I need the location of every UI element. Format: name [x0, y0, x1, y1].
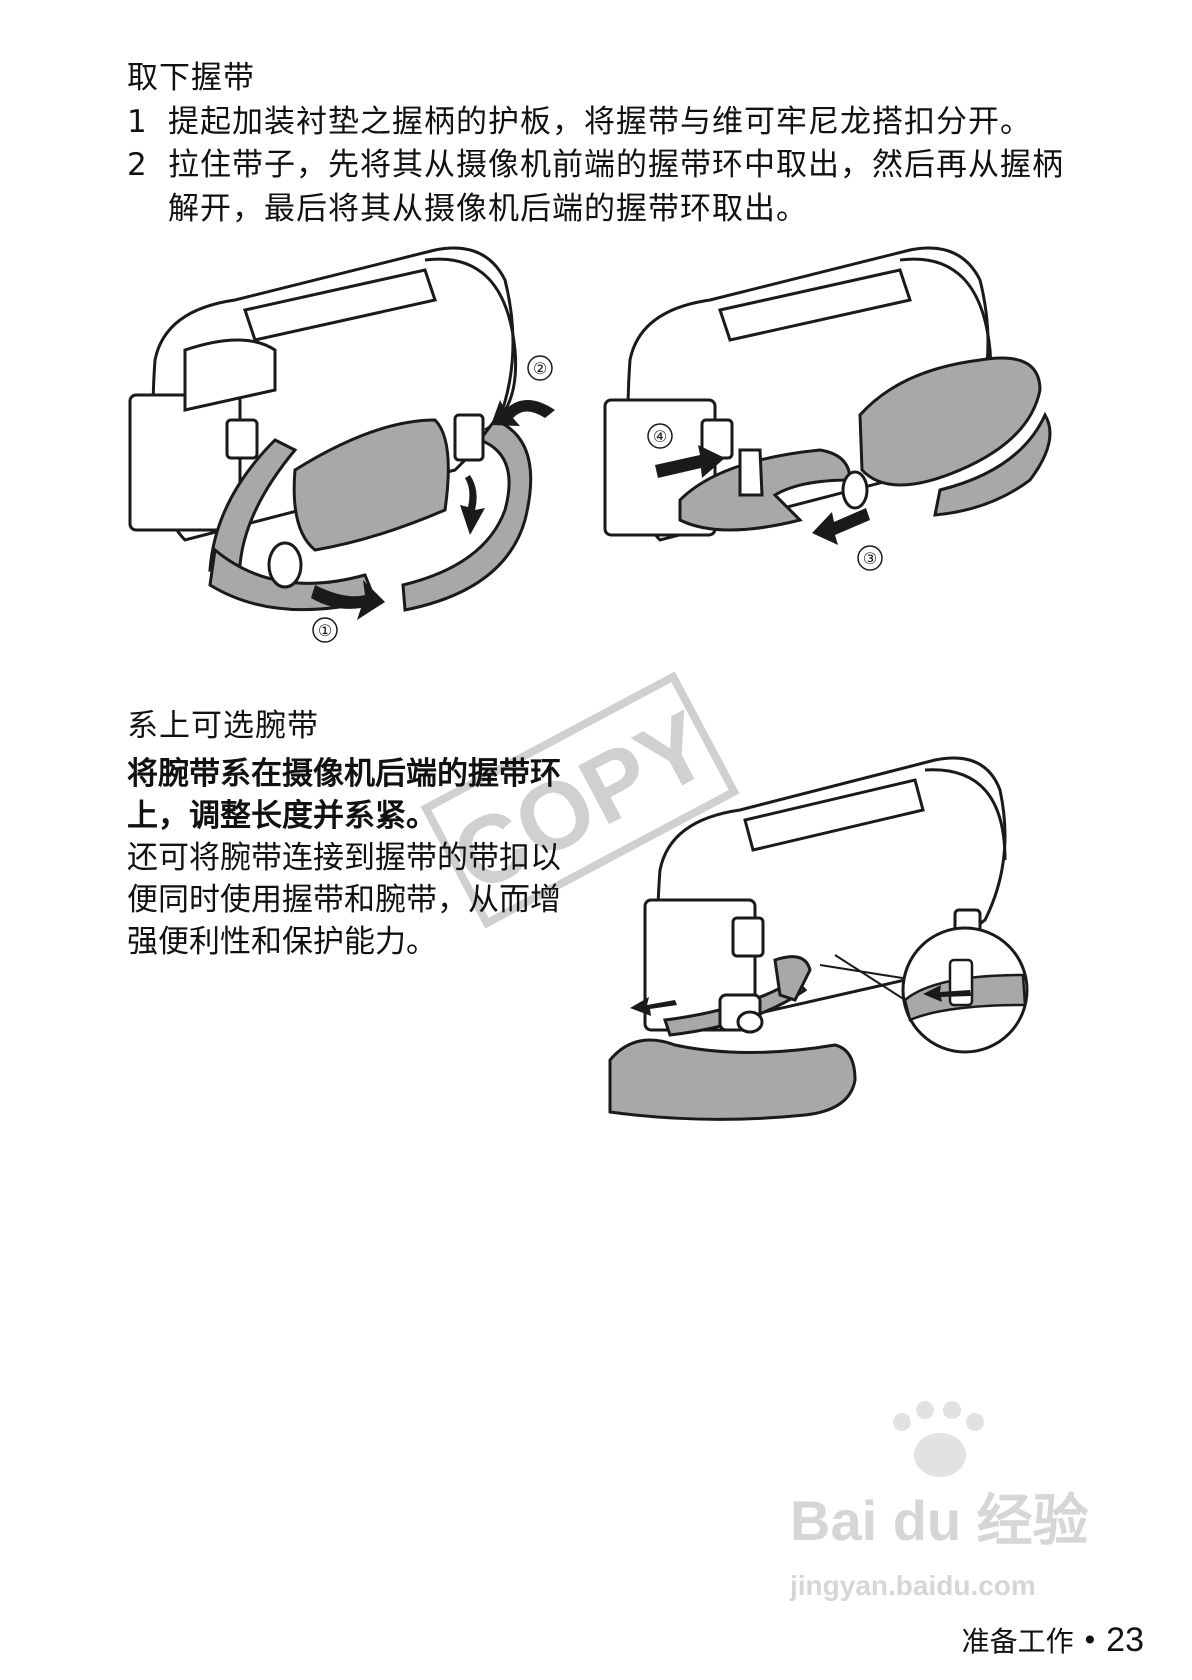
callout-4: ④: [647, 423, 673, 449]
baidu-watermark: Bai du 经验 jingyan.baidu.com: [789, 1401, 1089, 1601]
section-title-wrist-strap: 系上可选腕带: [127, 708, 319, 744]
callout-label: ③: [863, 549, 877, 568]
wrist-strap-instruction: 将腕带系在摄像机后端的握带环上，调整长度并系紧。: [127, 756, 561, 834]
step-text: 提起加装衬垫之握柄的护板，将握带与维可牢尼龙搭扣分开。: [168, 104, 1032, 140]
callout-1: ①: [312, 617, 338, 643]
section-title-remove-strap: 取下握带: [127, 60, 255, 96]
illustration-remove-strap-a: ① ②: [128, 246, 555, 643]
footer-bullet: •: [1081, 1623, 1099, 1657]
baidu-url-text: jingyan.baidu.com: [789, 1570, 1036, 1601]
paw-icon: [893, 1401, 984, 1477]
callout-label: ①: [318, 621, 332, 640]
callout-3: ③: [857, 545, 883, 571]
illustration-wrist-strap: [608, 756, 1029, 1121]
callout-label: ④: [653, 427, 667, 446]
step-number: 1: [127, 104, 147, 140]
page-number: 23: [1106, 1620, 1144, 1659]
callout-2: ②: [527, 355, 553, 381]
step-text: 拉住带子，先将其从摄像机前端的握带环中取出，然后再从握柄解开，最后将其从摄像机后…: [168, 147, 1064, 227]
wrist-strap-note: 还可将腕带连接到握带的带扣以便同时使用握带和腕带，从而增强便利性和保护能力。: [127, 840, 561, 960]
step-number: 2: [127, 147, 147, 183]
baidu-logo-text: Bai du 经验: [790, 1489, 1089, 1552]
page-footer: 准备工作 • 23: [962, 1620, 1144, 1660]
callout-label: ②: [533, 359, 547, 378]
footer-section-name: 准备工作: [961, 1625, 1074, 1658]
illustration-remove-strap-b: ③ ④: [603, 246, 1052, 571]
